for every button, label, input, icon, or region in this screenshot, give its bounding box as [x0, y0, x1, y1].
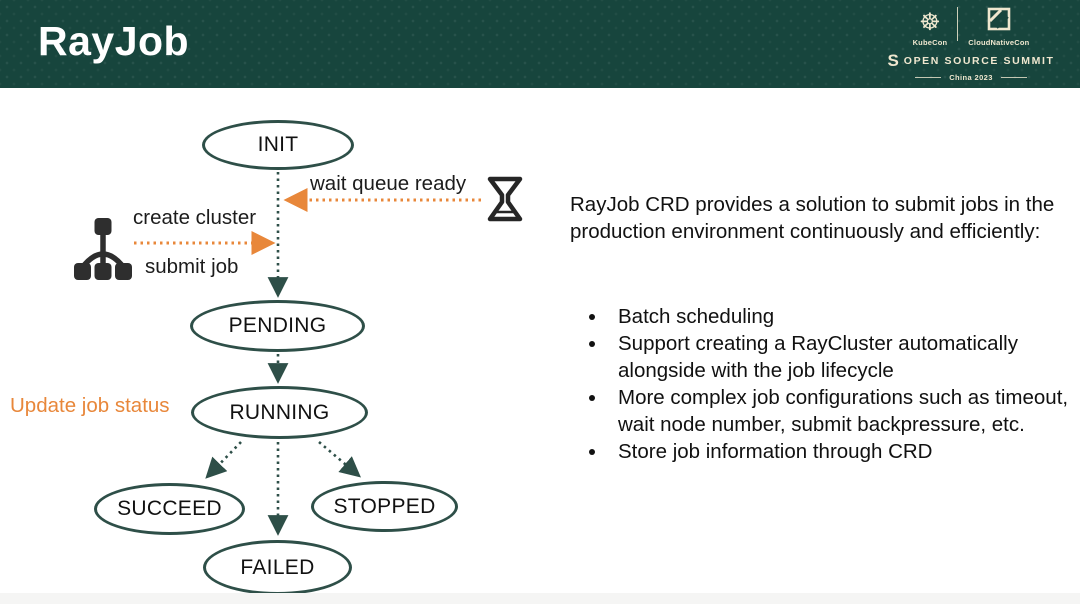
list-item: Batch scheduling [608, 303, 1070, 330]
state-succeed-label: SUCCEED [117, 497, 222, 520]
summit-row: S OPEN SOURCE SUMMIT [887, 52, 1054, 69]
summit-label: OPEN SOURCE SUMMIT [903, 54, 1055, 67]
state-failed-label: FAILED [240, 555, 315, 579]
list-item: Support creating a RayCluster automatica… [608, 330, 1070, 384]
state-init: INIT [202, 120, 354, 170]
cloudnativecon-logo: CloudNativeCon [968, 7, 1029, 47]
hourglass-icon [486, 175, 524, 228]
event-row: China 2023 [915, 73, 1027, 82]
page-title: RayJob [38, 18, 190, 64]
feature-list: Batch scheduling Support creating a RayC… [578, 303, 1070, 465]
dash-right [1000, 77, 1027, 78]
header-bar: RayJob ☸ KubeCon CloudNative [0, 0, 1080, 88]
dash-left [915, 77, 942, 78]
kubecon-label: KubeCon [912, 38, 948, 47]
state-init-label: INIT [257, 133, 299, 156]
state-stopped-label: STOPPED [333, 494, 436, 518]
state-failed: FAILED [203, 540, 352, 595]
conference-logo-block: ☸ KubeCon CloudNativeCon S [886, 7, 1056, 82]
cluster-icon [72, 216, 134, 287]
state-running-label: RUNNING [229, 400, 330, 424]
annotation-submit-job: submit job [145, 255, 239, 278]
state-pending: PENDING [190, 300, 365, 352]
cloudnativecon-icon [987, 7, 1011, 36]
state-succeed: SUCCEED [94, 483, 245, 535]
list-item: More complex job configurations such as … [608, 384, 1070, 438]
logo-divider [957, 7, 959, 41]
list-item: Store job information through CRD [608, 438, 1070, 465]
open-source-summit-icon: S [887, 51, 899, 70]
state-running: RUNNING [191, 386, 368, 439]
annotation-wait-queue-ready: wait queue ready [310, 172, 467, 195]
kubernetes-wheel-icon: ☸ [919, 9, 941, 36]
state-stopped: STOPPED [311, 481, 458, 532]
intro-paragraph: RayJob CRD provides a solution to submit… [570, 193, 1055, 243]
logo-row: ☸ KubeCon CloudNativeCon [913, 7, 1030, 47]
cloudnativecon-label: CloudNativeCon [968, 38, 1030, 47]
state-pending-label: PENDING [228, 314, 327, 337]
annotation-update-job-status: Update job status [10, 394, 170, 417]
kubecon-logo: ☸ KubeCon [912, 9, 948, 48]
slide-bottom-edge [0, 593, 1080, 604]
annotation-create-cluster: create cluster [133, 206, 257, 229]
event-label: China 2023 [949, 73, 993, 82]
